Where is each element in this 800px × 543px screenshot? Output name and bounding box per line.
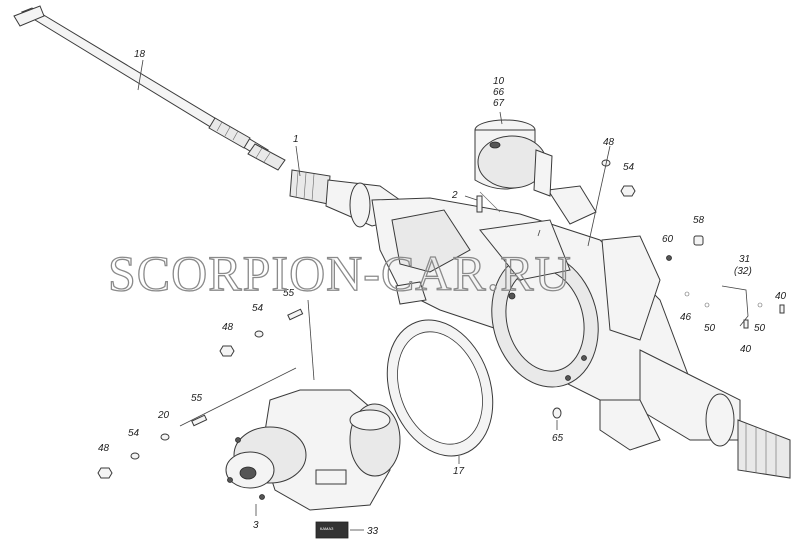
label-54-top: 54 — [623, 162, 635, 173]
label-54-middle: 54 — [252, 303, 264, 314]
label-50-left: 50 — [704, 323, 716, 334]
nut-48b — [219, 345, 235, 357]
part-labels: 18 1 10 66 67 48 54 2 58 60 31 (32) 40 4… — [98, 49, 787, 537]
nameplate-part-33: КАМАЗ — [315, 521, 349, 539]
label-55-lower: 55 — [191, 393, 203, 404]
plug-65 — [552, 407, 562, 419]
label-48-middle: 48 — [222, 322, 234, 333]
plate-text: КАМАЗ — [320, 526, 334, 531]
washer-50b — [757, 302, 763, 308]
label-31: 31 — [739, 254, 750, 265]
label-60: 60 — [662, 234, 674, 245]
label-55-upper: 55 — [283, 288, 295, 299]
label-65: 65 — [552, 433, 564, 444]
label-32: (32) — [734, 266, 752, 277]
label-66: 66 — [493, 87, 505, 98]
label-18: 18 — [134, 49, 146, 60]
label-20: 20 — [157, 410, 170, 421]
stud-55b — [191, 414, 208, 427]
fitting-part-2 — [476, 195, 483, 213]
label-54-lower: 54 — [128, 428, 140, 439]
bolt-40a — [779, 304, 785, 314]
label-10: 10 — [493, 76, 505, 87]
label-40-lower: 40 — [740, 344, 752, 355]
bracket-31 — [721, 285, 749, 327]
label-67: 67 — [493, 98, 505, 109]
washer-50a — [704, 302, 710, 308]
washer-46 — [684, 291, 690, 297]
axle-housing-part-1 — [289, 169, 791, 479]
brake-chamber-part-10 — [474, 119, 553, 213]
axle-shaft-part-18 — [13, 5, 286, 171]
label-40-right: 40 — [775, 291, 787, 302]
washer-54b — [254, 330, 264, 338]
fitting-60 — [666, 255, 672, 261]
label-1: 1 — [293, 134, 299, 145]
washer-20 — [160, 433, 170, 441]
stud-55a — [287, 308, 304, 321]
label-3: 3 — [253, 520, 259, 531]
label-17: 17 — [453, 466, 465, 477]
gasket-part-17 — [386, 319, 494, 457]
label-48-top: 48 — [603, 137, 615, 148]
washer-54c — [130, 452, 140, 460]
label-2: 2 — [451, 190, 458, 201]
differential-part-3 — [225, 389, 401, 511]
leader-lines — [137, 59, 611, 531]
label-50-right: 50 — [754, 323, 766, 334]
label-33: 33 — [367, 526, 379, 537]
plug-58 — [693, 235, 704, 246]
nut-54 — [620, 185, 636, 197]
nut-48c — [97, 467, 113, 479]
watermark: SCORPION-CAR.RU — [108, 245, 572, 301]
label-48-lower: 48 — [98, 443, 110, 454]
label-46: 46 — [680, 312, 692, 323]
label-58: 58 — [693, 215, 705, 226]
bolt-40b — [743, 319, 749, 329]
